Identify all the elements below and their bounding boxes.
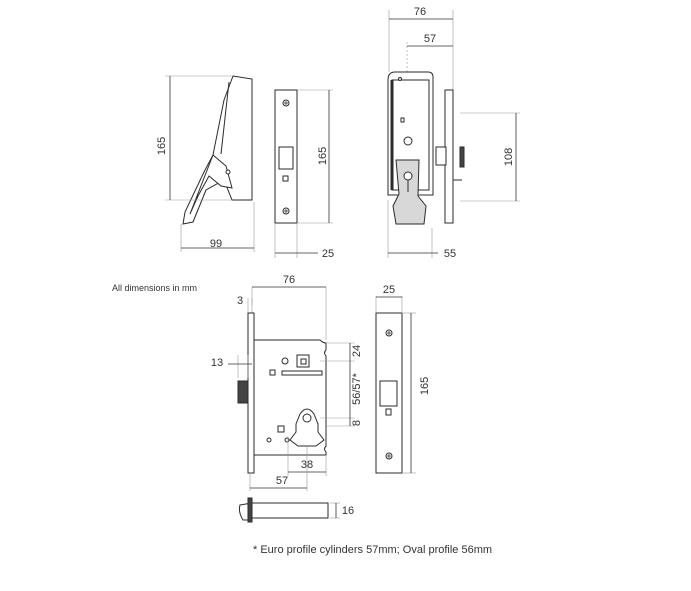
- spindle-hole: [403, 136, 413, 146]
- dim-latch-projection: 13: [211, 357, 223, 369]
- cylinder-profile: [289, 408, 325, 447]
- dim-backset-57: 57: [424, 33, 436, 45]
- latch-opening: [278, 146, 294, 170]
- dim-forend-plate-width: 25: [383, 284, 395, 296]
- handle-side-view: 165 99: [156, 75, 255, 252]
- plate-latch-opening: [379, 380, 398, 407]
- case-forend: [247, 312, 255, 474]
- dim-forend-plate-height: 165: [419, 377, 431, 395]
- latch-bolt: [435, 146, 447, 166]
- forend-front-view: 165 25: [274, 89, 334, 260]
- handle-edge-line: [220, 81, 230, 155]
- dim-overall-depth: 76: [414, 6, 426, 18]
- dim-projection-55: 55: [444, 248, 456, 260]
- units-note: All dimensions in mm: [112, 283, 197, 293]
- bolt-view: 16: [238, 497, 354, 523]
- dim-centres: 56/57*: [351, 372, 363, 405]
- dim-bolt-thickness: 16: [342, 505, 354, 517]
- dim-handle-height: 165: [156, 137, 168, 155]
- dim-backset: 57: [276, 475, 288, 487]
- lock-case-view: 76 3 13 24 56/57* 8: [211, 274, 363, 491]
- bolt-body: [251, 502, 329, 519]
- mechanism-side-view: 76 57 108 55: [387, 6, 520, 260]
- footnote: * Euro profile cylinders 57mm; Oval prof…: [253, 544, 492, 556]
- thumb-turn: [392, 159, 427, 225]
- dim-case-depth: 76: [283, 274, 295, 286]
- dim-forend-width: 25: [322, 248, 334, 260]
- deadbolt-opening: [282, 175, 289, 182]
- case-latch: [237, 380, 249, 404]
- dim-height-108: 108: [503, 148, 515, 166]
- handle-lever: [189, 154, 233, 215]
- dim-forend-height: 165: [317, 147, 329, 165]
- dim-cylinder-offset: 8: [351, 420, 363, 426]
- dim-forend-thickness: 3: [237, 295, 243, 307]
- forend-plate-view: 25 165: [375, 284, 431, 474]
- handle-pivot: [225, 169, 231, 175]
- dim-handle-depth: 99: [210, 238, 222, 250]
- dim-spindle-offset: 24: [351, 345, 363, 357]
- handle-outline: [182, 75, 253, 225]
